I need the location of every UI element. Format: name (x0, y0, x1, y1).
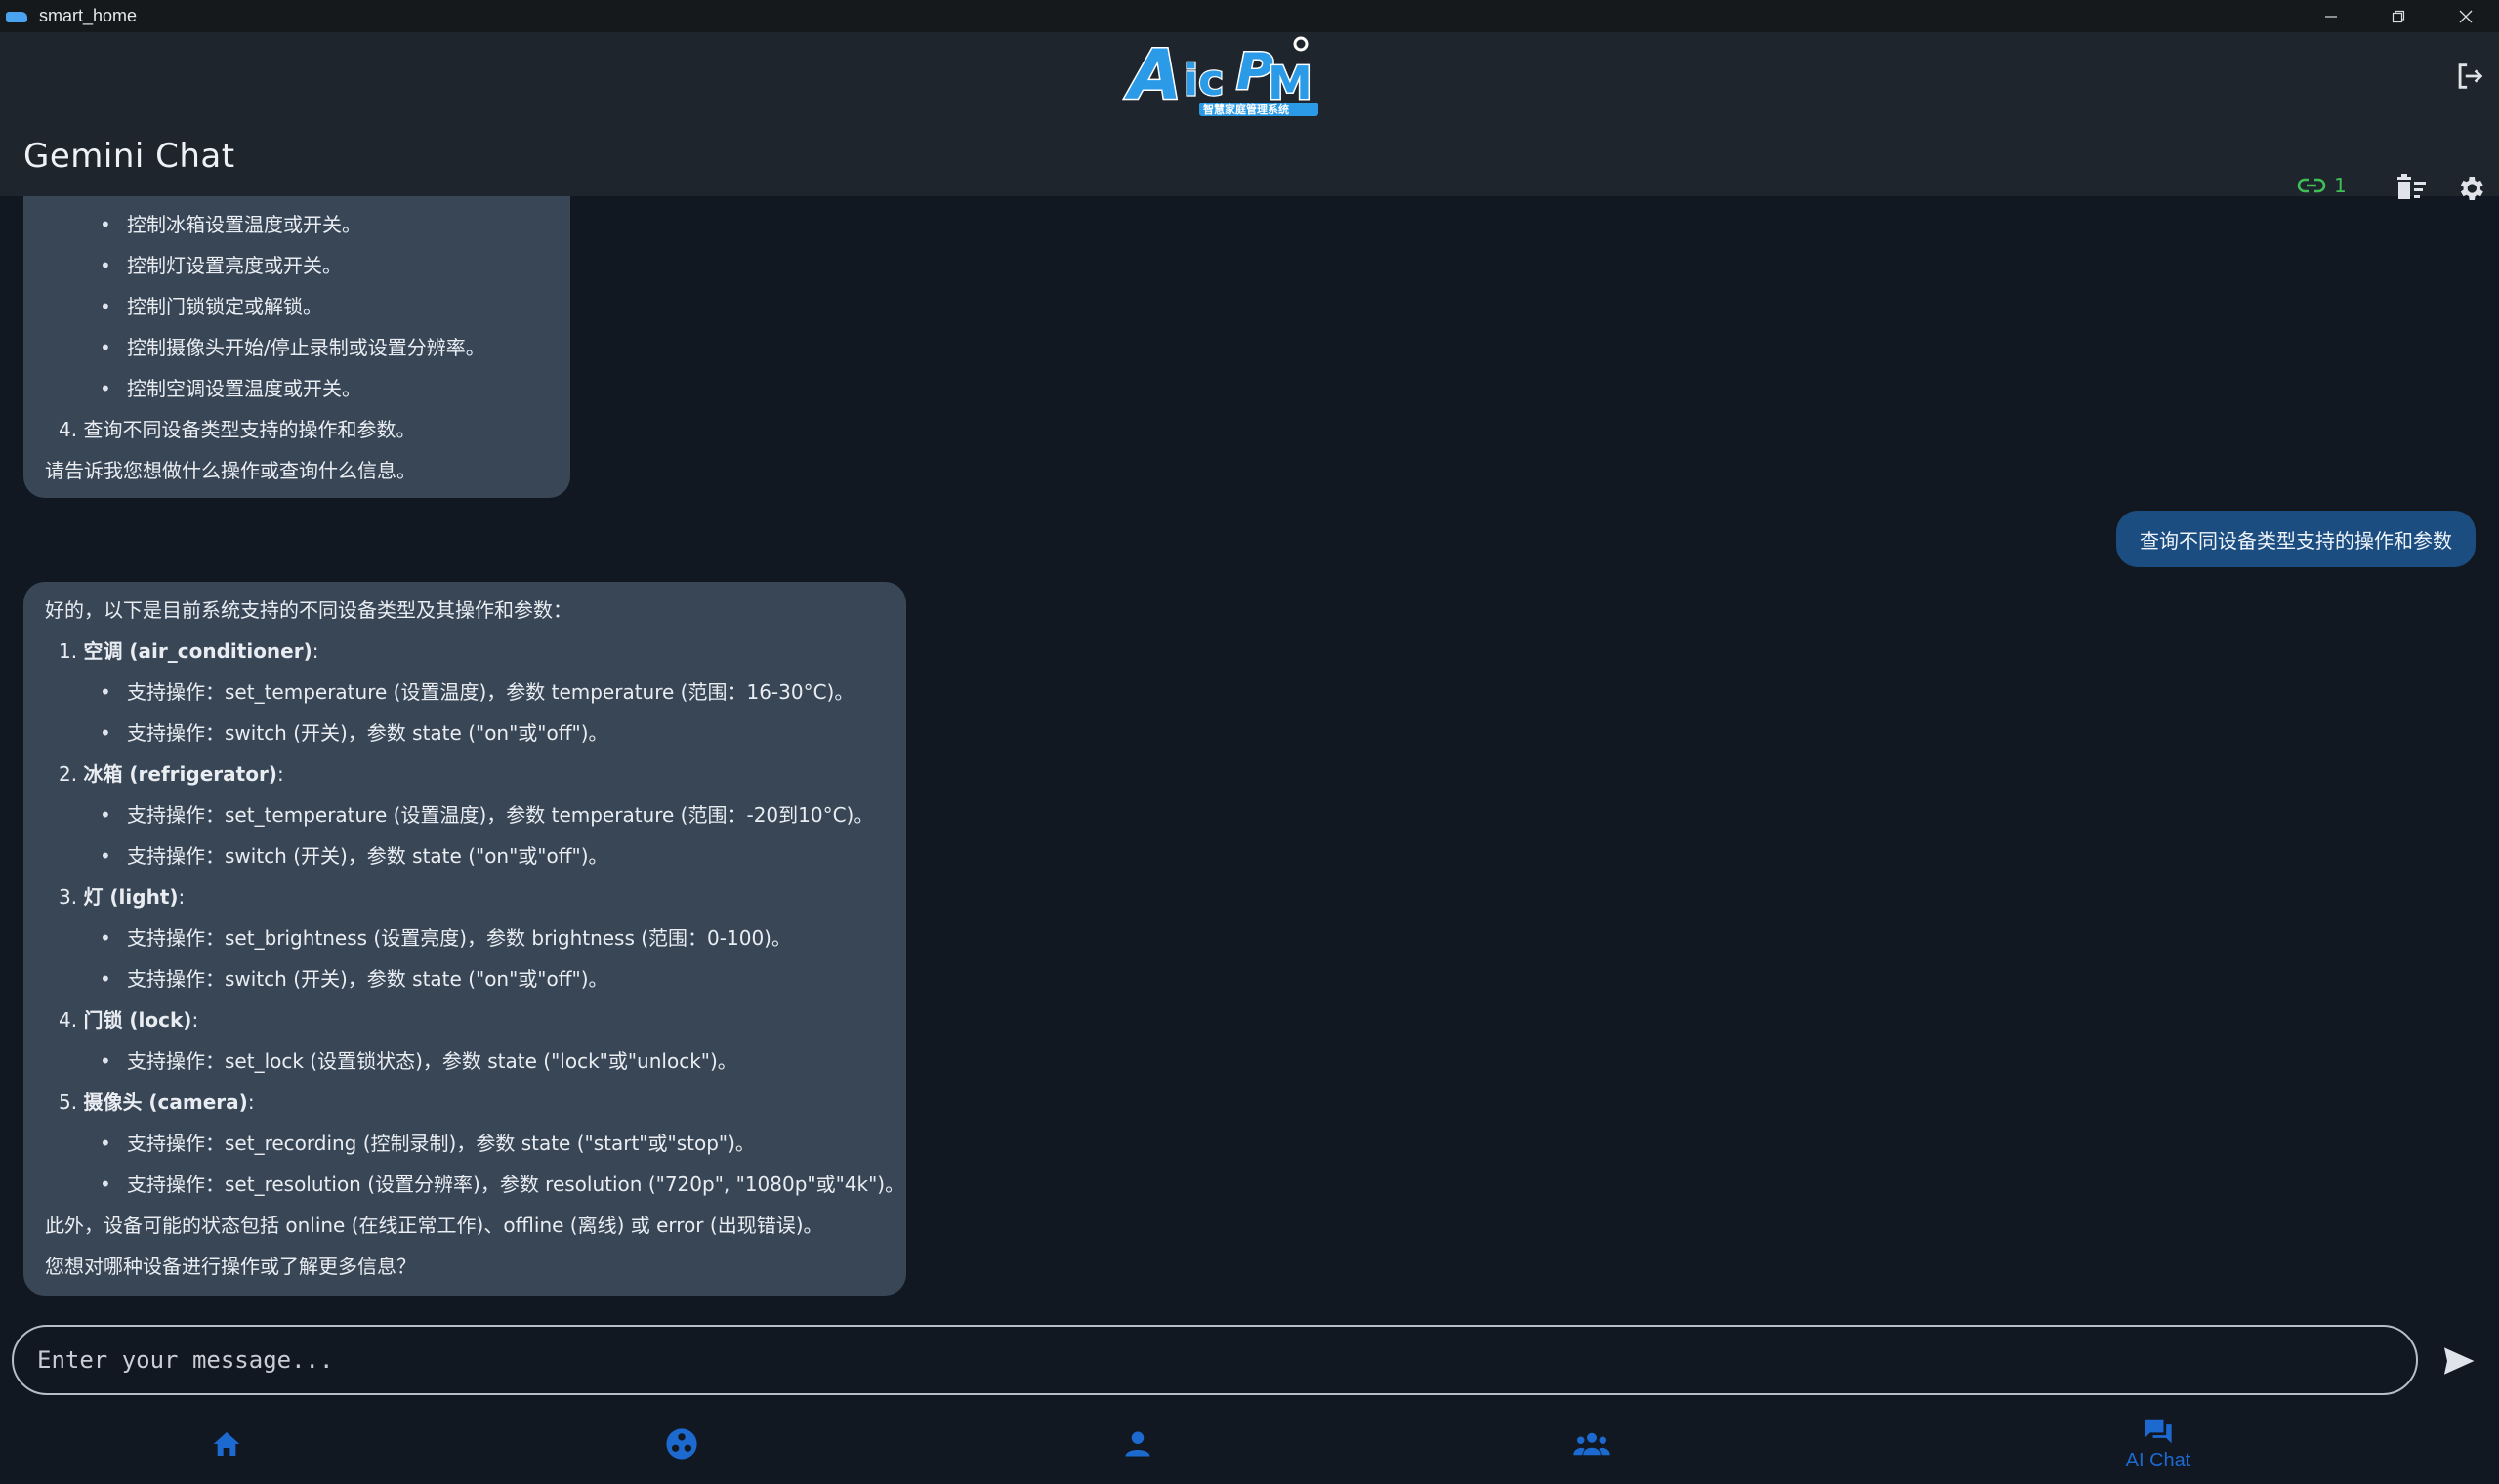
page-title: Gemini Chat (23, 137, 235, 176)
connection-status-badge: 1 (2297, 174, 2347, 197)
delete-sweep-icon (2397, 174, 2426, 199)
restore-button[interactable] (2364, 0, 2432, 32)
window-titlebar: smart_home (0, 0, 2499, 32)
list-item: 支持操作：set_lock (设置锁状态)，参数 state ("lock"或"… (100, 1041, 737, 1082)
message-text: 您想对哪种设备进行操作或了解更多信息？ (45, 1255, 416, 1278)
settings-button[interactable] (2451, 169, 2490, 208)
list-item: 支持操作：switch (开关)，参数 state ("on"或"off")。 (100, 836, 608, 877)
device-name: 门锁 (lock) (83, 1009, 192, 1032)
chat-messages[interactable]: 控制冰箱设置温度或开关。 控制灯设置亮度或开关。 控制门锁锁定或解锁。 控制摄像… (0, 196, 2499, 1319)
nav-devices[interactable] (662, 1404, 701, 1484)
svg-text:ic: ic (1184, 56, 1224, 105)
list-item: 控制灯设置亮度或开关。 (100, 245, 342, 286)
nav-profile[interactable] (1118, 1404, 1157, 1484)
item-number: 5. (59, 1091, 78, 1114)
list-item: 控制门锁锁定或解锁。 (100, 286, 322, 327)
item-number: 1. (59, 639, 78, 663)
list-item: 控制空调设置温度或开关。 (100, 368, 361, 409)
gear-icon (2460, 177, 2483, 200)
send-icon (2443, 1347, 2475, 1375)
numbered-item: 1. 空调 (air_conditioner): (59, 639, 319, 663)
aicpm-logo-icon: A ic P M 智慧家庭管理系统 (1123, 34, 1318, 117)
person-icon (1125, 1431, 1150, 1457)
numbered-item: 5. 摄像头 (camera): (59, 1091, 255, 1114)
message-text: 请告诉我您想做什么操作或查询什么信息。 (45, 459, 416, 482)
bot-message: 好的，以下是目前系统支持的不同设备类型及其操作和参数： 1. 空调 (air_c… (23, 582, 906, 1296)
svg-text:A: A (1124, 35, 1182, 115)
item-number: 2. (59, 763, 78, 786)
numbered-item: 3. 灯 (light): (59, 886, 186, 909)
list-item: 支持操作：set_temperature (设置温度)，参数 temperatu… (100, 672, 854, 713)
list-item: 支持操作：set_resolution (设置分辨率)，参数 resolutio… (100, 1164, 904, 1205)
list-item: 支持操作：set_brightness (设置亮度)，参数 brightness… (100, 918, 791, 959)
restore-icon (2392, 10, 2404, 22)
send-button[interactable] (2437, 1340, 2480, 1382)
close-button[interactable] (2432, 0, 2499, 32)
svg-text:P: P (1236, 43, 1273, 102)
window-controls (2297, 0, 2499, 32)
app-header: A ic P M 智慧家庭管理系统 Gemini Chat 1 (0, 32, 2499, 200)
item-text: 查询不同设备类型支持的操作和参数。 (83, 418, 416, 441)
link-icon (2297, 178, 2326, 193)
numbered-item: 4. 查询不同设备类型支持的操作和参数。 (59, 409, 415, 450)
app-icon (6, 10, 31, 23)
minimize-icon (2324, 15, 2337, 18)
message-text: 好的，以下是目前系统支持的不同设备类型及其操作和参数： (45, 598, 572, 622)
device-name: 空调 (air_conditioner) (83, 639, 312, 663)
logout-icon (2458, 63, 2483, 89)
message-input-placeholder: Enter your message... (37, 1346, 334, 1374)
svg-text:M: M (1268, 57, 1312, 109)
user-message: 查询不同设备类型支持的操作和参数 (2116, 511, 2476, 567)
logout-button[interactable] (2450, 57, 2489, 96)
nav-ai-chat[interactable]: AI Chat (2109, 1404, 2207, 1484)
list-item: 控制冰箱设置温度或开关。 (100, 204, 361, 245)
item-number: 4. (59, 1009, 78, 1032)
user-message-text: 查询不同设备类型支持的操作和参数 (2140, 528, 2452, 553)
item-number: 3. (59, 886, 78, 909)
nav-home[interactable] (207, 1404, 246, 1484)
item-number: 4. (59, 418, 78, 441)
chat-icon (2145, 1419, 2172, 1443)
window-title: smart_home (39, 6, 138, 25)
close-icon (2459, 10, 2472, 22)
list-item: 支持操作：set_temperature (设置温度)，参数 temperatu… (100, 795, 873, 836)
svg-text:智慧家庭管理系统: 智慧家庭管理系统 (1203, 103, 1289, 116)
message-text: 此外，设备可能的状态包括 online (在线正常工作)、offline (离线… (45, 1214, 823, 1237)
numbered-item: 4. 门锁 (lock): (59, 1009, 199, 1032)
numbered-item: 2. 冰箱 (refrigerator): (59, 763, 284, 786)
device-name: 灯 (light) (83, 886, 179, 909)
app-logo: A ic P M 智慧家庭管理系统 (1121, 34, 1322, 120)
bottom-navigation: AI Chat (0, 1404, 2499, 1484)
nav-ai-chat-label: AI Chat (2125, 1449, 2191, 1471)
bot-message: 控制冰箱设置温度或开关。 控制灯设置亮度或开关。 控制门锁锁定或解锁。 控制摄像… (23, 196, 570, 498)
group-icon (1573, 1432, 1610, 1456)
connection-count: 1 (2334, 174, 2347, 197)
message-input[interactable]: Enter your message... (12, 1325, 2418, 1395)
list-item: 控制摄像头开始/停止录制或设置分辨率。 (100, 327, 485, 368)
list-item: 支持操作：set_recording (控制录制)，参数 state ("sta… (100, 1123, 755, 1164)
nav-family[interactable] (1570, 1404, 1613, 1484)
list-item: 支持操作：switch (开关)，参数 state ("on"或"off")。 (100, 713, 608, 754)
device-name: 摄像头 (camera) (83, 1091, 248, 1114)
devices-hub-icon (666, 1428, 697, 1460)
clear-chat-button[interactable] (2393, 169, 2432, 208)
minimize-button[interactable] (2297, 0, 2364, 32)
list-item: 支持操作：switch (开关)，参数 state ("on"或"off")。 (100, 959, 608, 1000)
device-name: 冰箱 (refrigerator) (83, 763, 277, 786)
home-icon (213, 1432, 240, 1456)
